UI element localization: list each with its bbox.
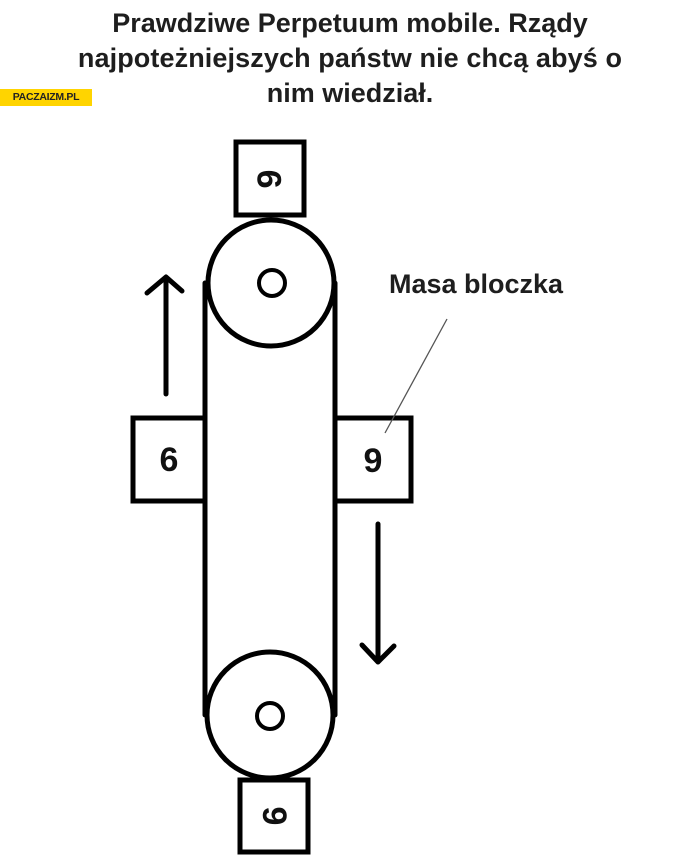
block-top-label: 9 xyxy=(251,170,289,189)
mass-annotation: Masa bloczka xyxy=(384,269,564,434)
block-bottom-label: 9 xyxy=(255,807,293,826)
mass-annotation-leader xyxy=(384,318,448,434)
lower-pulley xyxy=(204,649,336,781)
upper-pulley xyxy=(205,217,337,349)
block-left: 6 xyxy=(130,415,208,504)
block-bottom: 9 xyxy=(237,777,311,855)
mass-annotation-label: Masa bloczka xyxy=(389,269,564,299)
block-top: 9 xyxy=(233,139,307,218)
arrow-up-icon xyxy=(144,274,185,397)
title-line-1: Prawdziwe Perpetuum mobile. Rządy xyxy=(112,8,588,38)
block-top-box xyxy=(233,139,307,218)
title-line-2: najpoteżniejszych państw nie chcą abyś o xyxy=(77,43,623,73)
block-left-box xyxy=(130,415,208,504)
meme-title: Prawdziwe Perpetuum mobile. Rządy najpot… xyxy=(0,6,700,111)
upper-pulley-axle xyxy=(257,268,287,298)
block-bottom-box xyxy=(237,777,311,855)
lower-pulley-axle xyxy=(255,701,285,731)
title-line-3: nim wiedział. xyxy=(266,78,434,108)
arrow-down-icon xyxy=(359,521,397,665)
block-right: 9 xyxy=(332,415,414,504)
watermark-badge: PACZAIZM.PL xyxy=(0,89,92,106)
block-right-label: 9 xyxy=(364,442,383,480)
block-right-box xyxy=(332,415,414,504)
block-left-label: 6 xyxy=(160,441,179,479)
